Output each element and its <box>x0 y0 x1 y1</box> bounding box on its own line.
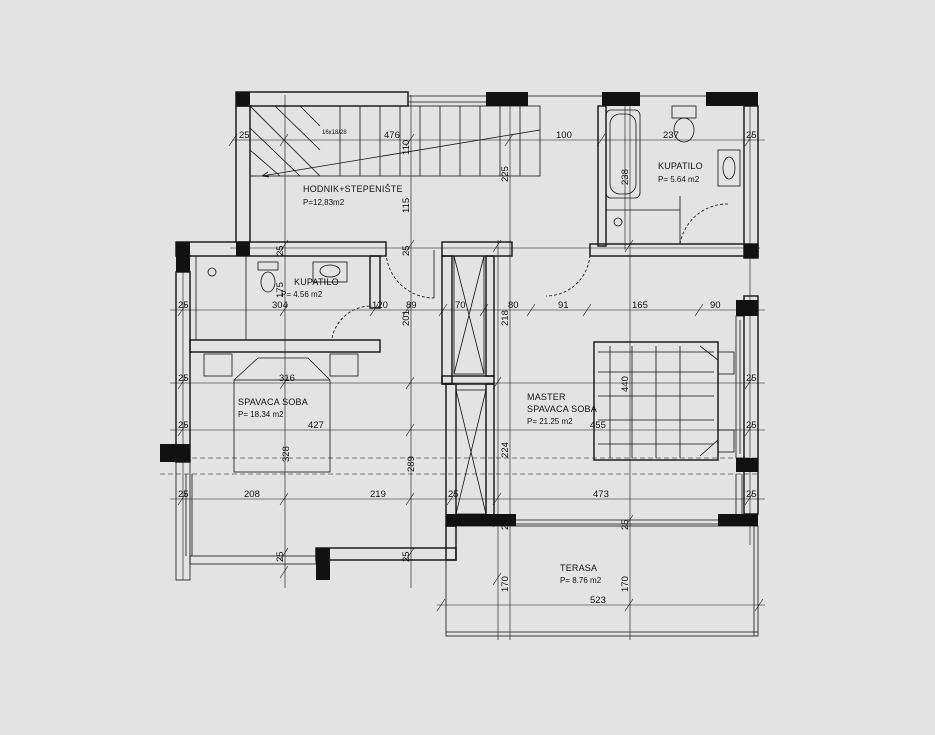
dim-wall-8: 25 <box>746 420 757 431</box>
dim-v-wall-7: 25 <box>500 519 511 530</box>
room-name-master-soba: SPAVACA SOBA <box>527 404 597 414</box>
dim-v-440: 440 <box>620 376 631 392</box>
window-frames <box>185 474 743 556</box>
dim-wall-10: 25 <box>448 489 459 500</box>
dim-wall-6: 25 <box>746 373 757 384</box>
dim-h-316: 316 <box>279 373 295 384</box>
dim-h-165: 165 <box>632 300 648 311</box>
dim-h-91: 91 <box>558 300 569 311</box>
room-area-kupatilo-upper: P= 5.64 m2 <box>658 175 700 184</box>
dim-v-wall-3: 25 <box>275 245 286 256</box>
dim-wall-11: 25 <box>746 489 757 500</box>
dim-h-523: 523 <box>590 595 606 606</box>
bed <box>203 341 735 473</box>
room-name-hodnik: HODNIK+STEPENIŠTE <box>303 184 403 194</box>
dim-v-328: 328 <box>281 446 292 462</box>
dim-h-80: 80 <box>508 300 519 311</box>
dim-v-wall-1: 25 <box>500 94 511 105</box>
wardrobe <box>453 255 745 515</box>
dim-h-70: 70 <box>455 300 466 311</box>
doors <box>331 203 729 339</box>
room-name-kupatilo-left: KUPATILO <box>294 277 339 287</box>
dim-wall-7: 25 <box>178 420 189 431</box>
room-area-hodnik: P=12,83m2 <box>303 198 345 207</box>
room-name-master: MASTER <box>527 392 566 402</box>
dim-h-208: 208 <box>244 489 260 500</box>
bathtub <box>605 109 641 199</box>
dim-v-115: 115 <box>401 198 412 213</box>
dim-h-455: 455 <box>590 420 606 431</box>
room-name-spavaca: SPAVACA SOBA <box>238 397 308 407</box>
stair-label: 16x18/28 <box>322 130 347 136</box>
dim-h-427: 427 <box>308 420 324 431</box>
dim-v-175: 175 <box>275 282 286 298</box>
dimension-labels: 476 100 237 25 25 25 25 25 25 25 25 25 2… <box>178 94 757 606</box>
dim-v-wall-5: 25 <box>275 551 286 562</box>
dim-h-473: 473 <box>593 489 609 500</box>
room-area-kupatilo-left: P= 4.56 m2 <box>281 290 323 299</box>
dim-v-218: 218 <box>500 310 511 326</box>
walls <box>160 91 760 637</box>
dim-wall-2: 25 <box>746 130 757 141</box>
shower <box>195 196 681 341</box>
dim-v-wall-6: 25 <box>401 551 412 562</box>
dim-h-219: 219 <box>370 489 386 500</box>
room-name-terasa: TERASA <box>560 563 597 573</box>
dim-wall-9: 25 <box>178 489 189 500</box>
dim-v-225: 225 <box>500 166 511 182</box>
room-labels: HODNIK+STEPENIŠTE P=12,83m2 KUPATILO P= … <box>238 130 703 585</box>
dim-h-120: 120 <box>372 300 388 311</box>
dim-v-170-left: 170 <box>500 576 511 592</box>
dim-v-289: 289 <box>406 456 417 472</box>
room-area-master: P= 21.25 m2 <box>527 417 573 426</box>
dim-v-wall-8: 25 <box>620 519 631 530</box>
dim-v-wall-2: 25 <box>620 94 631 105</box>
dim-h-100: 100 <box>556 130 572 141</box>
dim-wall-5: 25 <box>178 373 189 384</box>
dim-wall-4: 25 <box>746 300 757 311</box>
dim-wall-3: 25 <box>178 300 189 311</box>
dim-h-237: 237 <box>663 130 679 141</box>
room-area-terasa: P= 8.76 m2 <box>560 576 602 585</box>
dim-h-90: 90 <box>710 300 721 311</box>
toilet-icon <box>257 105 697 293</box>
dim-v-wall-4: 25 <box>401 245 412 256</box>
dim-v-201: 201 <box>401 310 412 326</box>
room-name-kupatilo-upper: KUPATILO <box>658 161 703 171</box>
dim-wall-1: 25 <box>239 130 250 141</box>
dim-v-238: 238 <box>620 169 631 185</box>
dim-h-304: 304 <box>272 300 288 311</box>
dim-h-89: 89 <box>406 300 417 311</box>
dim-v-224: 224 <box>500 442 511 458</box>
dim-v-170-right: 170 <box>620 576 631 592</box>
staircase <box>249 105 541 178</box>
dim-v-110: 110 <box>401 140 412 155</box>
dim-h-476: 476 <box>384 130 400 141</box>
room-area-spavaca: P= 18.34 m2 <box>238 410 284 419</box>
sink-icon <box>207 149 741 283</box>
